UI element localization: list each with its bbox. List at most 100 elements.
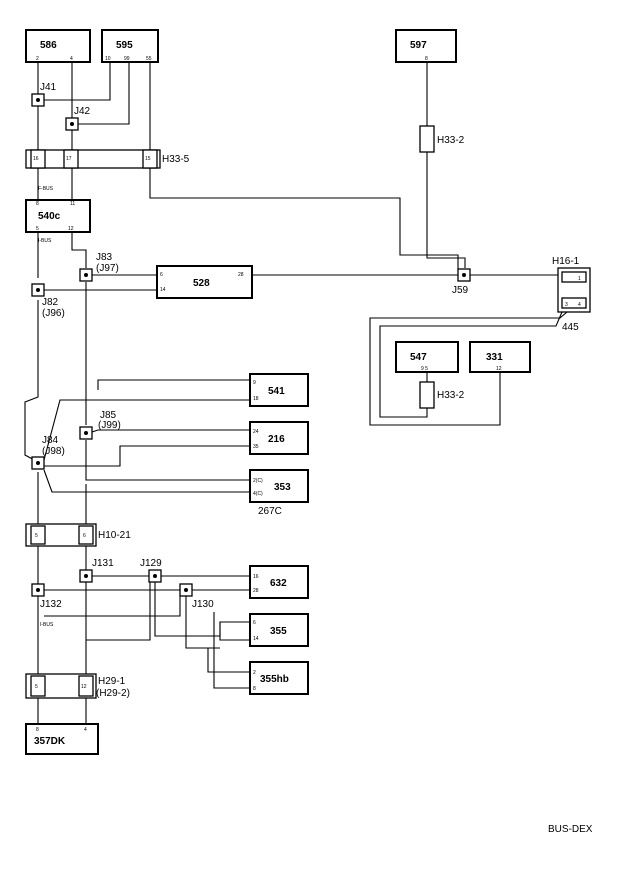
pin-label: 24 bbox=[253, 429, 259, 435]
wire-j84-353 bbox=[43, 469, 250, 493]
pin-label: 1 bbox=[578, 276, 581, 282]
label-267c: 267C bbox=[258, 506, 282, 517]
pin-label: 14 bbox=[160, 287, 166, 293]
junction-j129-label: J129 bbox=[140, 558, 162, 569]
component-355hb-label: 355hb bbox=[260, 674, 289, 685]
component-355: 355 6 14 bbox=[249, 613, 309, 647]
component-331: 331 12 bbox=[469, 341, 531, 373]
wire-j84-541 bbox=[43, 399, 250, 461]
pin-label: 4 bbox=[578, 302, 581, 308]
wire-h16-loop-a bbox=[379, 311, 563, 418]
component-541: 541 9 18 bbox=[249, 373, 309, 407]
junction-j41: J41 bbox=[31, 82, 57, 107]
pin-label: 9 bbox=[253, 380, 256, 386]
pin-label: 5 bbox=[35, 684, 38, 690]
pin-label: 35 bbox=[253, 444, 259, 450]
pin-label: 16 bbox=[253, 574, 259, 580]
junction-j131-label: J131 bbox=[92, 558, 114, 569]
pin-label: 4(C) bbox=[253, 491, 263, 497]
pin-label: 28 bbox=[253, 588, 259, 594]
label-445: 445 bbox=[562, 322, 579, 333]
pin-label: 2 bbox=[36, 56, 39, 62]
pin-label: 8 bbox=[36, 727, 39, 733]
wire-j130-355 bbox=[185, 596, 220, 649]
pin-label: 8 bbox=[36, 201, 39, 207]
pin-label: 8 bbox=[253, 686, 256, 692]
component-540c-label: 540c bbox=[38, 211, 61, 222]
junction-j82: J82 (J96) bbox=[31, 283, 65, 319]
pin-label: 28 bbox=[238, 272, 244, 278]
junction-j83-label: J83 bbox=[96, 252, 113, 263]
pin-label: 12 bbox=[496, 366, 502, 372]
component-528: 528 6 14 28 bbox=[156, 265, 253, 299]
component-355-label: 355 bbox=[270, 626, 287, 637]
wire-j130-j132 bbox=[44, 596, 181, 617]
junction-j85-label: J85 bbox=[100, 410, 117, 421]
component-586-label: 586 bbox=[40, 40, 57, 51]
connector-h29-2-label: (H29-2) bbox=[96, 688, 130, 699]
component-597: 597 8 bbox=[395, 29, 457, 63]
wire-355hb-pin2 bbox=[207, 648, 250, 673]
component-216-label: 216 bbox=[268, 434, 285, 445]
pin-label: 55 bbox=[146, 56, 152, 62]
pin-label: 15 bbox=[145, 156, 151, 162]
wires bbox=[24, 62, 568, 724]
junction-j85: J85 (J99) bbox=[79, 410, 121, 440]
bus-label: I-BUS bbox=[38, 238, 52, 244]
pin-label: 12 bbox=[68, 226, 74, 232]
junction-j97-label: (J97) bbox=[96, 263, 119, 274]
junction-j83: J83 (J97) bbox=[79, 252, 119, 282]
junction-j84-label: J84 bbox=[42, 435, 59, 446]
component-528-label: 528 bbox=[193, 278, 210, 289]
component-595-label: 595 bbox=[116, 40, 133, 51]
component-216: 216 24 35 bbox=[249, 421, 309, 455]
component-547-label: 547 bbox=[410, 352, 427, 363]
pin-label: 14 bbox=[253, 636, 259, 642]
pin-label: 11 bbox=[70, 201, 75, 207]
connector-h33-5: 16 17 15 H33-5 bbox=[25, 149, 190, 169]
pin-label: 5 bbox=[36, 226, 39, 232]
wire-595-pin99 bbox=[72, 62, 130, 125]
component-353: 353 2(C) 4(C) bbox=[249, 469, 309, 503]
component-541-label: 541 bbox=[268, 386, 285, 397]
junction-j59-label: J59 bbox=[452, 285, 469, 296]
junction-j130: J130 bbox=[179, 583, 214, 610]
wire-j82-down bbox=[24, 300, 39, 463]
junction-j132: J132 bbox=[31, 583, 62, 610]
junction-j99-label: (J99) bbox=[98, 420, 121, 431]
connector-h29-1-label: H29-1 bbox=[98, 676, 126, 687]
pin-label: 4 bbox=[84, 727, 87, 733]
junction-j82-label: J82 bbox=[42, 297, 59, 308]
pin-label: 18 bbox=[253, 396, 259, 402]
wire-j85-216 bbox=[91, 429, 250, 433]
pin-label: 17 bbox=[66, 156, 72, 162]
pin-label: 4 bbox=[70, 56, 73, 62]
junction-j130-label: J130 bbox=[192, 599, 214, 610]
junction-j98-label: (J98) bbox=[42, 446, 65, 457]
pin-label: 6 bbox=[160, 272, 163, 278]
pin-label: 16 bbox=[33, 156, 39, 162]
wire-h16-loop-b bbox=[369, 311, 568, 426]
junction-j84: J84 (J98) bbox=[31, 435, 65, 470]
pin-label: 5 bbox=[35, 533, 38, 539]
component-540c: 540c 8 11 5 12 bbox=[25, 199, 91, 233]
connector-h33-2-top: H33-2 bbox=[419, 125, 465, 153]
junction-j96-label: (J96) bbox=[42, 308, 65, 319]
pin-label: 99 bbox=[124, 56, 130, 62]
wire-j129-j131 bbox=[86, 582, 151, 641]
component-597-label: 597 bbox=[410, 40, 427, 51]
junction-j59: J59 bbox=[452, 268, 471, 296]
connector-h33-2-top-label: H33-2 bbox=[437, 135, 465, 146]
junction-j129: J129 bbox=[140, 558, 162, 583]
junction-j41-label: J41 bbox=[40, 82, 57, 93]
pin-label: 6 bbox=[253, 620, 256, 626]
component-595: 595 10 99 55 bbox=[101, 29, 159, 63]
junction-j132-label: J132 bbox=[40, 599, 62, 610]
connector-h33-2-bottom: H33-2 bbox=[419, 381, 465, 409]
connector-h10-21-label: H10-21 bbox=[98, 530, 131, 541]
wire-355-pin14 bbox=[219, 622, 250, 641]
wire-355hb-pin8 bbox=[213, 612, 250, 689]
component-355hb: 355hb 2 8 bbox=[249, 661, 309, 695]
pin-label: 3 bbox=[565, 302, 568, 308]
